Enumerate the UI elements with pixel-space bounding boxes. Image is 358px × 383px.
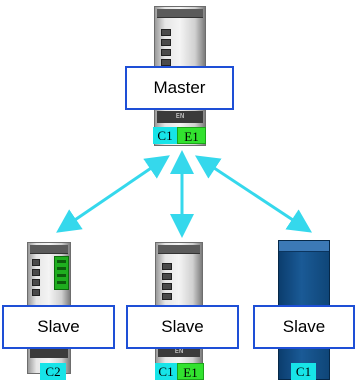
- slave-center-en-mark: EN: [174, 347, 184, 355]
- master-label-text: Master: [153, 78, 206, 97]
- slave-right-label: Slave: [253, 305, 355, 349]
- slave-left-port-c2: C2: [40, 363, 66, 380]
- master-port-e1: E1: [177, 127, 206, 144]
- slave-center-label-text: Slave: [161, 317, 204, 336]
- slave-left-label-text: Slave: [37, 317, 80, 336]
- slave-right-port-c1: C1: [291, 363, 316, 380]
- master-port-c1: C1: [153, 127, 177, 144]
- slave-right-label-text: Slave: [282, 317, 326, 336]
- master-en-mark: EN: [175, 112, 185, 120]
- slave-left-label: Slave: [2, 305, 115, 349]
- slave-center-port-e1: E1: [177, 363, 204, 380]
- master-label: Master: [125, 66, 234, 110]
- slave-left-io-terminal: [54, 256, 69, 290]
- arrow-master-slave-right: [194, 155, 313, 233]
- arrow-master-slave-left: [56, 155, 170, 233]
- slave-center-port-c1: C1: [155, 363, 177, 380]
- slave-center-label: Slave: [126, 305, 239, 349]
